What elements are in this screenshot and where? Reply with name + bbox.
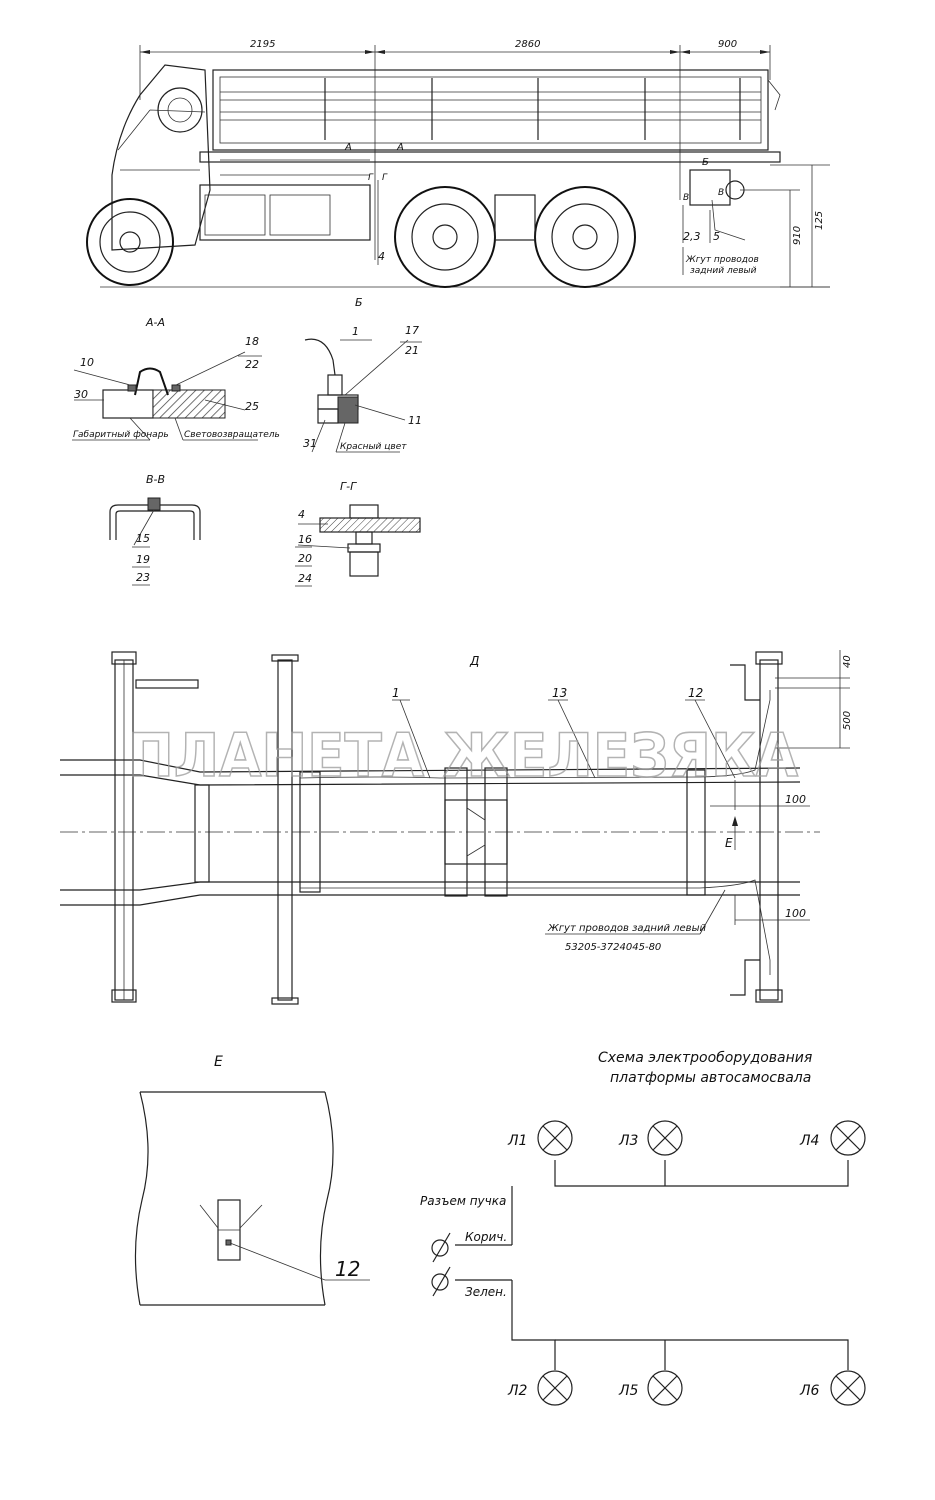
- harness-label-2: задний левый: [690, 266, 757, 276]
- dim-2195: 2195: [250, 39, 275, 50]
- terminal-green: [431, 1266, 451, 1297]
- aa-caption-reflector: Световозвращатель: [184, 430, 280, 440]
- b-caption-red: Красный цвет: [340, 442, 407, 452]
- scheme-title-2: платформы автосамосвала: [610, 1070, 811, 1086]
- section-b: Б 1 17 21 11 31 Красный цвет: [303, 296, 422, 453]
- aa-num-10: 10: [80, 356, 94, 369]
- b-num-21: 21: [405, 344, 419, 357]
- dim-910: 910: [792, 226, 803, 245]
- aa-num-25: 25: [245, 400, 259, 413]
- plan-num-13: 13: [552, 686, 567, 700]
- lamp-l3: [647, 1120, 683, 1156]
- rear-wheel-1: [394, 186, 496, 288]
- lamp-l5-label: Л5: [618, 1383, 639, 1399]
- label-b: Б: [702, 157, 709, 168]
- dim-2860: 2860: [515, 39, 540, 50]
- wire-green-label: Зелен.: [465, 1285, 507, 1299]
- plan-view-title: Д: [469, 654, 479, 668]
- label-g1: Г: [368, 173, 374, 183]
- connector-label: Разъем пучка: [420, 1194, 506, 1208]
- lamp-l3-label: Л3: [618, 1133, 638, 1149]
- lamp-l4: [830, 1120, 866, 1156]
- wire-brown-label: Корич.: [465, 1230, 507, 1244]
- truck-side-view: 2195 2860 900: [86, 39, 830, 288]
- section-vv-title: В-В: [146, 473, 165, 486]
- section-aa: А-А 10 18 22 30 25 Габаритный фонарь Све…: [72, 316, 280, 441]
- plan-harness-part: 53205-3724045-80: [565, 942, 661, 953]
- dim-100-lower: 100: [785, 907, 806, 920]
- plan-view: Д 1: [60, 650, 853, 1005]
- section-aa-title: А-А: [145, 316, 165, 329]
- vv-num-15: 15: [136, 532, 150, 545]
- label-g2: Г: [382, 173, 388, 183]
- lamp-l5: [647, 1370, 683, 1406]
- vv-num-19: 19: [136, 553, 150, 566]
- gg-num-4: 4: [298, 508, 305, 521]
- gg-num-20: 20: [298, 552, 312, 565]
- gg-num-16: 16: [298, 533, 312, 546]
- b-num-1: 1: [352, 325, 359, 338]
- terminal-brown: [431, 1232, 451, 1263]
- section-vv: В-В 15 19 23: [109, 473, 201, 586]
- electrical-scheme: Схема электрооборудования платформы авто…: [420, 1050, 866, 1406]
- detail-e-title: Е: [214, 1054, 223, 1070]
- b-num-11: 11: [408, 414, 422, 427]
- front-wheel: [86, 198, 174, 286]
- vv-num-23: 23: [136, 571, 150, 584]
- watermark: ПЛАНЕТА ЖЕЛЕЗЯКА: [128, 721, 799, 791]
- plan-num-1: 1: [392, 686, 400, 700]
- label-a1: А: [344, 142, 352, 153]
- dim-900: 900: [718, 39, 737, 50]
- plan-num-12: 12: [688, 686, 703, 700]
- lamp-l2-label: Л2: [507, 1383, 528, 1399]
- lamp-l1: [537, 1120, 573, 1156]
- section-b-title: Б: [355, 296, 363, 309]
- detail-e: Е 12: [134, 1054, 370, 1306]
- lamp-l2: [537, 1370, 573, 1406]
- label-a2: А: [396, 142, 404, 153]
- label-5: 5: [713, 230, 720, 243]
- view-e-marker: Е: [725, 836, 733, 850]
- harness-label-1: Жгут проводов: [685, 255, 759, 265]
- lamp-l4-label: Л4: [799, 1133, 819, 1149]
- lamp-l6: [830, 1370, 866, 1406]
- rear-wheel-2: [534, 186, 636, 288]
- dim-100-upper: 100: [785, 793, 806, 806]
- lamp-l1-label: Л1: [507, 1133, 527, 1149]
- aa-caption-marker-lamp: Габаритный фонарь: [73, 430, 169, 440]
- dim-40: 40: [842, 655, 853, 668]
- scheme-title-1: Схема электрооборудования: [598, 1050, 812, 1066]
- plan-harness-label: Жгут проводов задний левый: [547, 923, 706, 934]
- b-num-17: 17: [405, 324, 419, 337]
- label-2-3: 2,3: [683, 230, 701, 243]
- lamp-l6-label: Л6: [799, 1383, 820, 1399]
- aa-num-18: 18: [245, 335, 259, 348]
- gg-num-24: 24: [298, 572, 312, 585]
- aa-num-30: 30: [74, 388, 88, 401]
- aa-num-22: 22: [245, 358, 259, 371]
- label-v1: В: [683, 193, 689, 203]
- b-num-31: 31: [303, 437, 317, 450]
- section-gg: Г-Г 4 16 20 24: [295, 480, 421, 587]
- dim-125: 125: [814, 211, 825, 230]
- section-gg-title: Г-Г: [340, 480, 357, 493]
- dim-500: 500: [842, 711, 853, 730]
- detail-e-num-12: 12: [335, 1257, 360, 1281]
- label-4: 4: [378, 250, 385, 263]
- label-v2: В: [718, 188, 724, 198]
